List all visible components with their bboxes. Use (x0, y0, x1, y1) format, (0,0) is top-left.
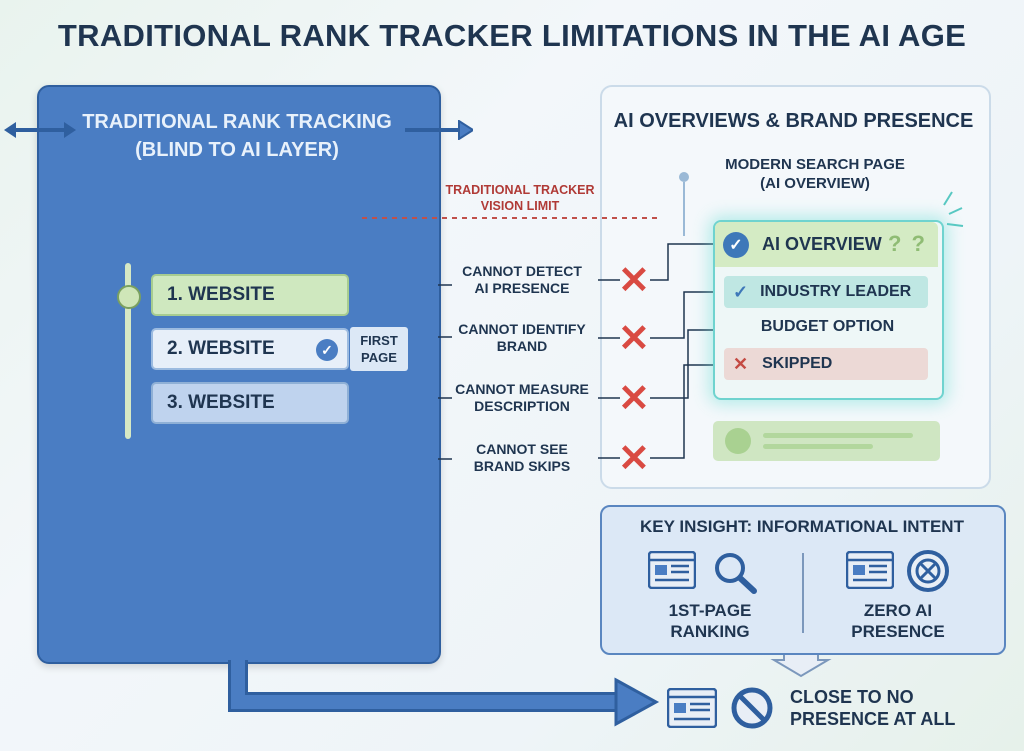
modern-label-line1: MODERN SEARCH PAGE (725, 156, 905, 173)
placeholder-line (763, 444, 873, 449)
right-arrow-icon (405, 120, 473, 140)
zero-ai-presence-label: ZERO AI PRESENCE (828, 600, 968, 642)
page-title: TRADITIONAL RANK TRACKER LIMITATIONS IN … (57, 18, 967, 53)
traditional-panel-title-line2: (BLIND TO AI LAYER) (135, 139, 339, 161)
traditional-rank-tracking-panel (37, 85, 441, 664)
insight-left-line1: 1ST-PAGE (668, 601, 752, 620)
conclusion-line1: CLOSE TO NO (790, 687, 914, 707)
insight-right-line1: ZERO AI (863, 601, 933, 620)
result-website-2: 2. WEBSITE (151, 328, 349, 370)
modern-label-line2: (AI OVERVIEW) (760, 175, 870, 192)
first-page-tag: FIRST PAGE (350, 327, 408, 371)
budget-option-label: BUDGET OPTION (760, 318, 895, 335)
limitation-2-line2: BRAND (496, 338, 548, 354)
tracker-limit-line1: TRADITIONAL TRACKER (445, 183, 595, 197)
double-arrow-icon (4, 120, 76, 140)
limitation-1-line2: AI PRESENCE (474, 280, 570, 296)
skipped-row: ✕ SKIPPED (724, 348, 928, 380)
first-page-ranking-label: 1ST-PAGE RANKING (640, 600, 780, 642)
limitation-3-line1: CANNOT MEASURE (455, 381, 589, 397)
browser-window-icon (666, 687, 718, 733)
check-icon: ✓ (723, 232, 749, 258)
industry-leader-label: INDUSTRY LEADER (760, 283, 912, 300)
search-page-dot (679, 172, 689, 182)
placeholder-dot (725, 428, 751, 454)
result-website-3: 3. WEBSITE (151, 382, 349, 424)
industry-leader-row: ✓ INDUSTRY LEADER (724, 276, 928, 308)
question-marks: ? ? (888, 231, 927, 256)
modern-search-page-label: MODERN SEARCH PAGE (AI OVERVIEW) (700, 155, 930, 193)
key-insight-title: KEY INSIGHT: INFORMATIONAL INTENT (640, 517, 964, 536)
traditional-panel-title: TRADITIONAL RANK TRACKING (BLIND TO AI L… (37, 108, 437, 164)
insight-right-line2: PRESENCE (851, 622, 945, 641)
limitation-4-line1: CANNOT SEE (476, 441, 568, 457)
browser-window-icon (845, 550, 895, 594)
no-symbol-icon (730, 686, 774, 735)
ai-panel-title: AI OVERVIEWS & BRAND PRESENCE (613, 110, 974, 132)
limitation-identify-brand: CANNOT IDENTIFY BRAND (438, 321, 606, 355)
rank-slider-knob (117, 285, 141, 309)
conclusion-text: CLOSE TO NO PRESENCE AT ALL (790, 686, 955, 730)
limitation-1-line1: CANNOT DETECT (462, 263, 582, 279)
tracker-vision-limit-label: TRADITIONAL TRACKER VISION LIMIT (430, 182, 610, 214)
x-icon: ✕ (618, 378, 650, 420)
ai-overview-header (715, 222, 938, 267)
check-icon: ✓ (316, 339, 338, 361)
insight-divider (802, 553, 804, 633)
result-website-1: 1. WEBSITE (151, 274, 349, 316)
x-icon: ✕ (618, 438, 650, 480)
limitation-see-brand-skips: CANNOT SEE BRAND SKIPS (438, 441, 606, 475)
rank-slider-track (125, 263, 131, 439)
limitation-3-line2: DESCRIPTION (474, 398, 570, 414)
x-icon: ✕ (618, 260, 650, 302)
limitation-2-line1: CANNOT IDENTIFY (458, 321, 586, 337)
tracker-limit-line2: VISION LIMIT (480, 199, 560, 213)
check-icon: ✓ (733, 281, 749, 302)
limitation-4-line2: BRAND SKIPS (473, 458, 571, 474)
magnifier-icon (712, 550, 758, 599)
skipped-label: SKIPPED (762, 355, 833, 372)
conclusion-line2: PRESENCE AT ALL (790, 709, 956, 729)
first-page-line2: PAGE (361, 350, 397, 365)
x-icon: ✕ (618, 318, 650, 360)
limitation-measure-description: CANNOT MEASURE DESCRIPTION (438, 381, 606, 415)
ai-overview-label: AI OVERVIEW (762, 234, 882, 254)
insight-left-line2: RANKING (670, 622, 750, 641)
cancel-circle-icon (906, 549, 950, 598)
first-page-line1: FIRST (360, 333, 398, 348)
placeholder-line (763, 433, 913, 438)
limitation-detect-ai: CANNOT DETECT AI PRESENCE (438, 263, 606, 297)
traditional-panel-title-line1: TRADITIONAL RANK TRACKING (82, 111, 392, 133)
browser-window-icon (647, 550, 697, 594)
x-icon: ✕ (733, 353, 749, 374)
